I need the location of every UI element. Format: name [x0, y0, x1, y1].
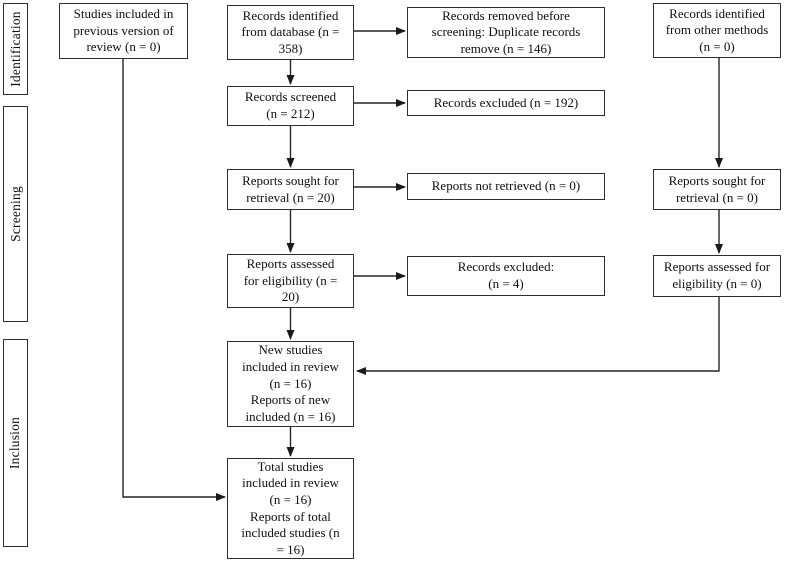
box-new-studies-included: New studies included in review (n = 16) … — [227, 341, 354, 427]
box-records-identified-database: Records identified from database (n = 35… — [227, 5, 354, 60]
box-previous-version-studies: Studies included in previous version of … — [59, 3, 188, 59]
box-total-studies-included: Total studies included in review (n = 16… — [227, 458, 354, 559]
box-reports-assessed-other-methods: Reports assessed for eligibility (n = 0) — [653, 255, 781, 297]
stage-screening: Screening — [3, 106, 28, 322]
box-records-removed-before-screening: Records removed before screening: Duplic… — [407, 7, 605, 58]
box-reports-assessed-database: Reports assessed for eligibility (n = 20… — [227, 254, 354, 308]
box-records-identified-other-methods: Records identified from other methods (n… — [653, 3, 781, 58]
box-records-screened: Records screened (n = 212) — [227, 86, 354, 126]
box-records-excluded-eligibility: Records excluded: (n = 4) — [407, 256, 605, 296]
stage-inclusion: Inclusion — [3, 339, 28, 547]
box-reports-sought-other-methods: Reports sought for retrieval (n = 0) — [653, 169, 781, 210]
box-reports-not-retrieved: Reports not retrieved (n = 0) — [407, 173, 605, 200]
stage-identification-label: Identification — [7, 11, 23, 87]
stage-screening-label: Screening — [7, 186, 23, 242]
stage-inclusion-label: Inclusion — [7, 416, 23, 470]
stage-identification: Identification — [3, 3, 28, 95]
box-records-excluded-screening: Records excluded (n = 192) — [407, 90, 605, 116]
box-reports-sought-database: Reports sought for retrieval (n = 20) — [227, 169, 354, 210]
